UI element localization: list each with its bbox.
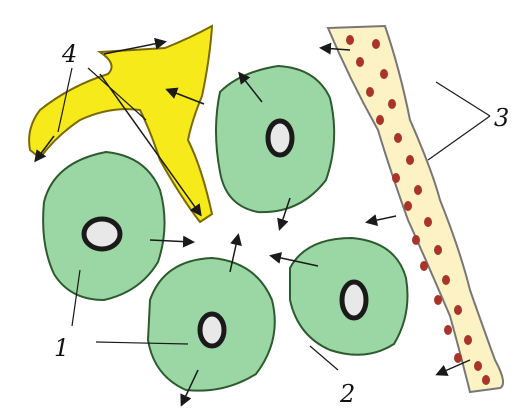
label-3: 3 bbox=[494, 106, 509, 130]
nucleus bbox=[268, 121, 292, 155]
cell-bottom bbox=[148, 258, 275, 391]
nucleus bbox=[342, 282, 366, 318]
label-4: 4 bbox=[62, 42, 77, 66]
label-1: 1 bbox=[54, 336, 69, 360]
cell-top-right bbox=[216, 66, 334, 212]
cell-bottom-right bbox=[290, 238, 408, 355]
nucleus bbox=[84, 219, 120, 249]
cell-left bbox=[43, 152, 164, 300]
nucleus bbox=[200, 314, 224, 346]
label-2: 2 bbox=[340, 382, 355, 406]
